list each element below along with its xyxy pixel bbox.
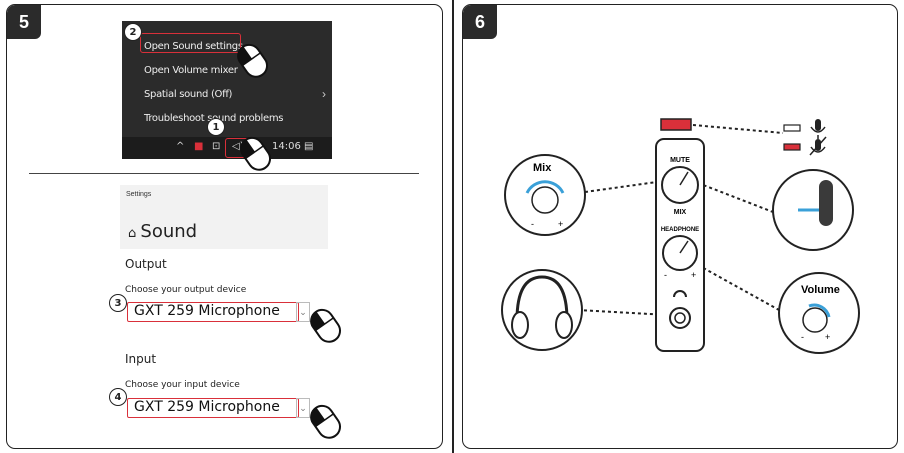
sound-context-menu: Open Sound settings Open Volume mixer Sp…: [122, 21, 332, 155]
callout-4: 4: [109, 388, 127, 406]
taskbar-clock: 14:06: [272, 141, 301, 152]
headphone-label: HEADPHONE: [661, 227, 699, 233]
callout-1: 1: [207, 118, 225, 136]
tray-app-icon[interactable]: ■: [194, 141, 204, 152]
notification-icon[interactable]: ▤: [304, 141, 314, 152]
mix-device-label: MIX: [674, 209, 687, 216]
volume-arrow-icon: [808, 303, 831, 318]
output-device-select[interactable]: GXT 259 Microphone: [127, 302, 299, 322]
step-5-panel: 5 Open Sound settings Open Volume mixer …: [6, 4, 443, 449]
highlight-open-sound-settings: [140, 33, 241, 53]
headphone-icon: [673, 290, 687, 298]
svg-text:-: -: [801, 332, 804, 342]
mouse-cursor-icon: [310, 308, 342, 343]
input-heading: Input: [125, 352, 157, 366]
speaker-icon[interactable]: ◁): [232, 141, 244, 152]
input-prompt: Choose your input device: [125, 380, 240, 390]
taskbar: ^ ■ ⊡ ◁) 14:06 ▤: [122, 137, 332, 159]
minus-sign: -: [664, 270, 667, 280]
section-divider: [29, 173, 419, 174]
menu-item-open-sound-settings[interactable]: Open Sound settings: [144, 41, 243, 52]
headphones-icon: [515, 275, 569, 321]
menu-item-spatial-sound[interactable]: Spatial sound (Off): [144, 89, 233, 100]
led-off-indicator: [783, 124, 801, 132]
microphone-body-icon: [819, 180, 833, 226]
callout-3: 3: [109, 294, 127, 312]
mouse-cursor-icon: [310, 404, 342, 439]
callout-2: 2: [124, 23, 142, 41]
step-6-panel: 6 MUTE MIX HEADPHONE: [462, 4, 898, 449]
chevron-down-icon[interactable]: ⌄: [296, 302, 310, 322]
headphones-zoom-callout: [501, 269, 583, 351]
chevron-right-icon: ›: [322, 87, 326, 101]
mouse-cursors: [237, 43, 342, 439]
chevron-down-icon[interactable]: ⌄: [296, 398, 310, 418]
output-heading: Output: [125, 257, 167, 271]
volume-zoom-label: Volume: [801, 284, 840, 296]
output-prompt: Choose your output device: [125, 285, 247, 295]
settings-header: Settings ⌂ Sound: [120, 185, 328, 249]
settings-window-title: Settings: [126, 191, 152, 198]
network-icon[interactable]: ⊡: [212, 141, 221, 152]
chevron-up-icon[interactable]: ^: [176, 141, 185, 152]
mouse-cursor-icon: [240, 136, 272, 171]
mouse-cursor-icon: [237, 43, 269, 78]
mute-label: MUTE: [670, 157, 690, 164]
mix-arrow-icon: [525, 180, 565, 194]
sound-page-title: ⌂ Sound: [128, 221, 198, 242]
mix-zoom-label: Mix: [533, 162, 552, 174]
input-device-select[interactable]: GXT 259 Microphone: [127, 398, 299, 418]
controller-diagram: MUTE MIX HEADPHONE - + Mix - + Volume -: [501, 118, 860, 354]
step-number: 6: [463, 5, 497, 39]
svg-text:+: +: [558, 219, 563, 229]
svg-text:+: +: [825, 332, 830, 342]
led-on-indicator: [783, 143, 801, 151]
microphone-muted-icon: [809, 136, 827, 156]
svg-text:-: -: [531, 219, 534, 229]
mute-connector: [692, 124, 784, 134]
microphone-icon: [810, 119, 826, 139]
plus-sign: +: [691, 270, 696, 280]
panel-divider: [452, 0, 454, 453]
home-icon: ⌂: [128, 226, 141, 241]
step-number: 5: [7, 5, 41, 39]
menu-item-open-volume-mixer[interactable]: Open Volume mixer: [144, 65, 238, 76]
mute-led-indicator: [660, 118, 692, 131]
